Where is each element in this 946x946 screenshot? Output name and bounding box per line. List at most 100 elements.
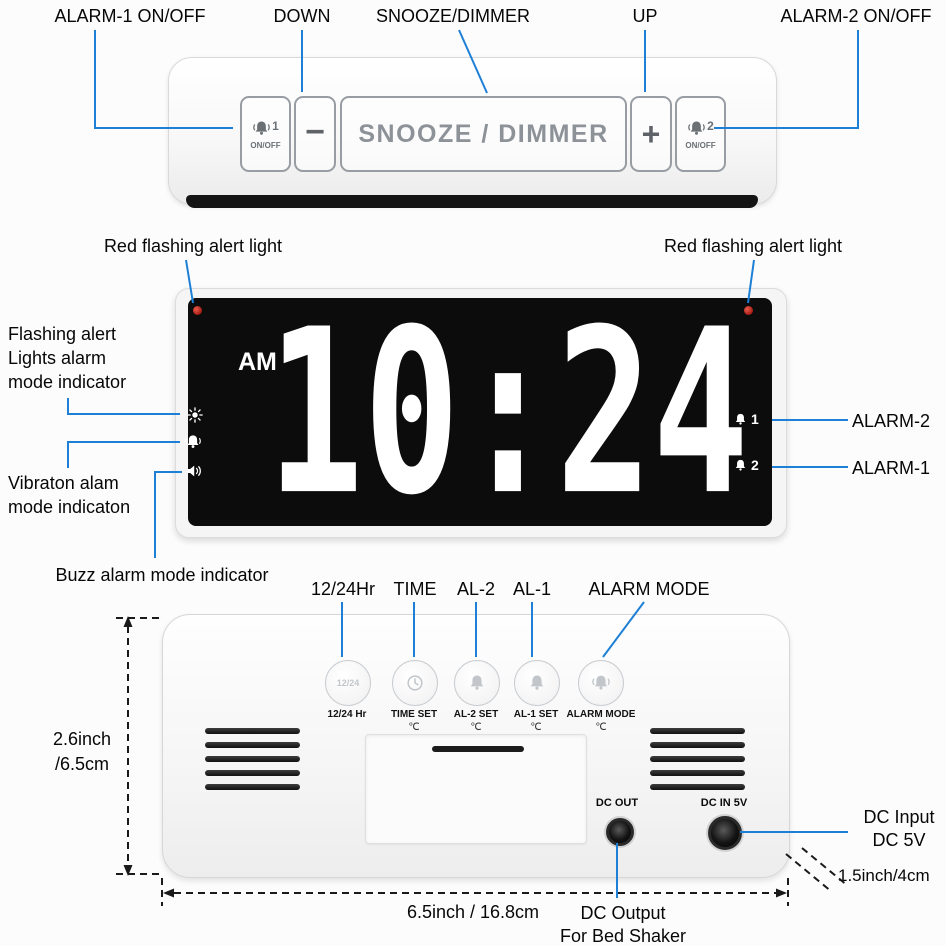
callout-label-alarm1: ALARM-1 — [852, 458, 931, 478]
callout-label-up: UP — [632, 6, 658, 26]
clock-top-view-shadow — [186, 195, 758, 208]
alarm2-onoff-text: ON/OFF — [685, 140, 716, 150]
clock-display-screen — [188, 298, 772, 526]
dc-out-jack — [606, 818, 634, 846]
flashing-line-3: mode indicator — [8, 372, 127, 392]
alarm1-bell-row: 1 — [252, 119, 279, 138]
alarm1-onoff-text: ON/OFF — [250, 140, 281, 150]
button-label-time-set: TIME SET — [390, 709, 438, 720]
grille-slot — [650, 784, 745, 790]
flashing-line-2: Lights alarm — [8, 348, 107, 368]
clock-icon — [407, 675, 423, 691]
red-alert-light-right — [744, 306, 753, 315]
callout-label-time: TIME — [393, 579, 437, 599]
time-digits: 10:24 — [267, 279, 749, 546]
plus-icon: + — [641, 116, 661, 152]
alarm1-onoff-button: 1 ON/OFF — [240, 96, 291, 172]
grille-slot — [650, 728, 745, 734]
flash-alert-icon — [187, 407, 203, 423]
bell-2-number: 2 — [751, 457, 759, 473]
dimension-line-depth-1 — [785, 853, 833, 893]
bell-icon — [470, 675, 484, 690]
alarm2-number: 2 — [707, 118, 714, 133]
red-alert-light-left — [193, 306, 202, 315]
grille-slot — [650, 756, 745, 762]
set-icon: ℃ — [408, 722, 420, 733]
callout-label-al1: AL-1 — [512, 579, 552, 599]
minus-icon: − — [305, 112, 325, 151]
ampm-indicator: AM — [238, 348, 277, 376]
battery-door-slot — [432, 746, 524, 752]
grille-slot — [205, 756, 300, 762]
dc-output-line-1: DC Output — [580, 903, 666, 923]
grille-slot — [205, 728, 300, 734]
speaker-grille-left — [205, 728, 300, 790]
callout-label-dc-output: DC Output For Bed Shaker — [550, 902, 696, 946]
button-time-set — [392, 660, 438, 706]
height-line-1: 2.6inch — [52, 729, 112, 749]
grille-slot — [205, 742, 300, 748]
grille-slot — [650, 770, 745, 776]
bell-icon — [530, 675, 544, 690]
alarm2-bell-icon — [688, 120, 705, 135]
arrowhead-height-top — [123, 616, 133, 627]
display-alarm2-indicator: 2 — [733, 457, 759, 473]
vibration-line-1: Vibraton alam — [8, 473, 119, 493]
snooze-dimmer-button: SNOOZE / DIMMER — [340, 96, 627, 172]
buzzer-speaker-icon — [186, 465, 201, 477]
dc-input-line-1: DC Input — [863, 807, 935, 827]
flashing-line-1: Flashing alert — [8, 324, 117, 344]
dc-output-line-2: For Bed Shaker — [559, 926, 687, 946]
vibration-line-2: mode indicaton — [8, 497, 131, 517]
button-label-12-24hr: 12/24 Hr — [327, 709, 367, 720]
grille-slot — [205, 770, 300, 776]
dc-out-port-label: DC OUT — [595, 797, 639, 809]
up-button: + — [630, 96, 672, 172]
callout-label-alarm-mode: ALARM MODE — [588, 579, 710, 599]
button-label-alarm-mode: ALARM MODE — [566, 709, 636, 720]
speaker-grille-right — [650, 728, 745, 790]
alarm2-onoff-button: 2 ON/OFF — [675, 96, 726, 172]
callout-label-red-light-left: Red flashing alert light — [103, 236, 283, 256]
callout-line-vibration — [67, 441, 180, 468]
callout-label-flashing-alert: Flashing alert Lights alarm mode indicat… — [8, 322, 174, 394]
callout-label-alarm1-onoff: ALARM-1 ON/OFF — [54, 6, 206, 26]
callout-label-snooze-dimmer: SNOOZE/DIMMER — [375, 6, 530, 26]
callout-label-vibration: Vibraton alam mode indicaton — [8, 471, 174, 519]
dimension-label-height: 2.6inch /6.5cm — [40, 727, 124, 777]
grille-slot — [205, 784, 300, 790]
bell-1-icon — [735, 413, 746, 425]
button-label-al1-set: AL-1 SET — [513, 709, 559, 720]
snooze-dimmer-text: SNOOZE / DIMMER — [358, 119, 609, 148]
arrowhead-height-bottom — [123, 865, 133, 876]
12-24-icon: 12/24 — [336, 678, 360, 688]
callout-label-down: DOWN — [273, 6, 331, 26]
callout-line-flashing — [67, 398, 180, 415]
callout-label-buzz: Buzz alarm mode indicator — [55, 565, 269, 585]
callout-label-12-24hr: 12/24Hr — [310, 579, 376, 599]
grille-slot — [650, 742, 745, 748]
bell-2-icon — [735, 459, 746, 471]
battery-compartment-door — [365, 734, 587, 844]
button-al2-set — [454, 660, 500, 706]
callout-label-red-light-right: Red flashing alert light — [663, 236, 843, 256]
set-icon: ℃ — [530, 722, 542, 733]
button-label-al2-set: AL-2 SET — [453, 709, 499, 720]
bell-1-number: 1 — [751, 411, 759, 427]
callout-label-al2: AL-2 — [456, 579, 496, 599]
time-display: 10:24 — [258, 299, 758, 526]
vibration-bell-icon — [185, 434, 201, 449]
set-icon: ℃ — [470, 722, 482, 733]
dc-in-port-label: DC IN 5V — [700, 797, 748, 809]
down-button: − — [294, 96, 336, 172]
dimension-label-width: 6.5inch / 16.8cm — [406, 902, 540, 922]
arrowhead-width-right — [776, 888, 787, 898]
set-icon: ℃ — [595, 722, 607, 733]
height-line-2: /6.5cm — [54, 754, 110, 774]
dc-in-jack — [708, 816, 742, 850]
callout-label-alarm2-onoff: ALARM-2 ON/OFF — [780, 6, 932, 26]
button-alarm-mode — [578, 660, 624, 706]
dimension-label-depth: 1.5inch/4cm — [838, 866, 930, 885]
button-12-24hr: 12/24 — [325, 660, 371, 706]
